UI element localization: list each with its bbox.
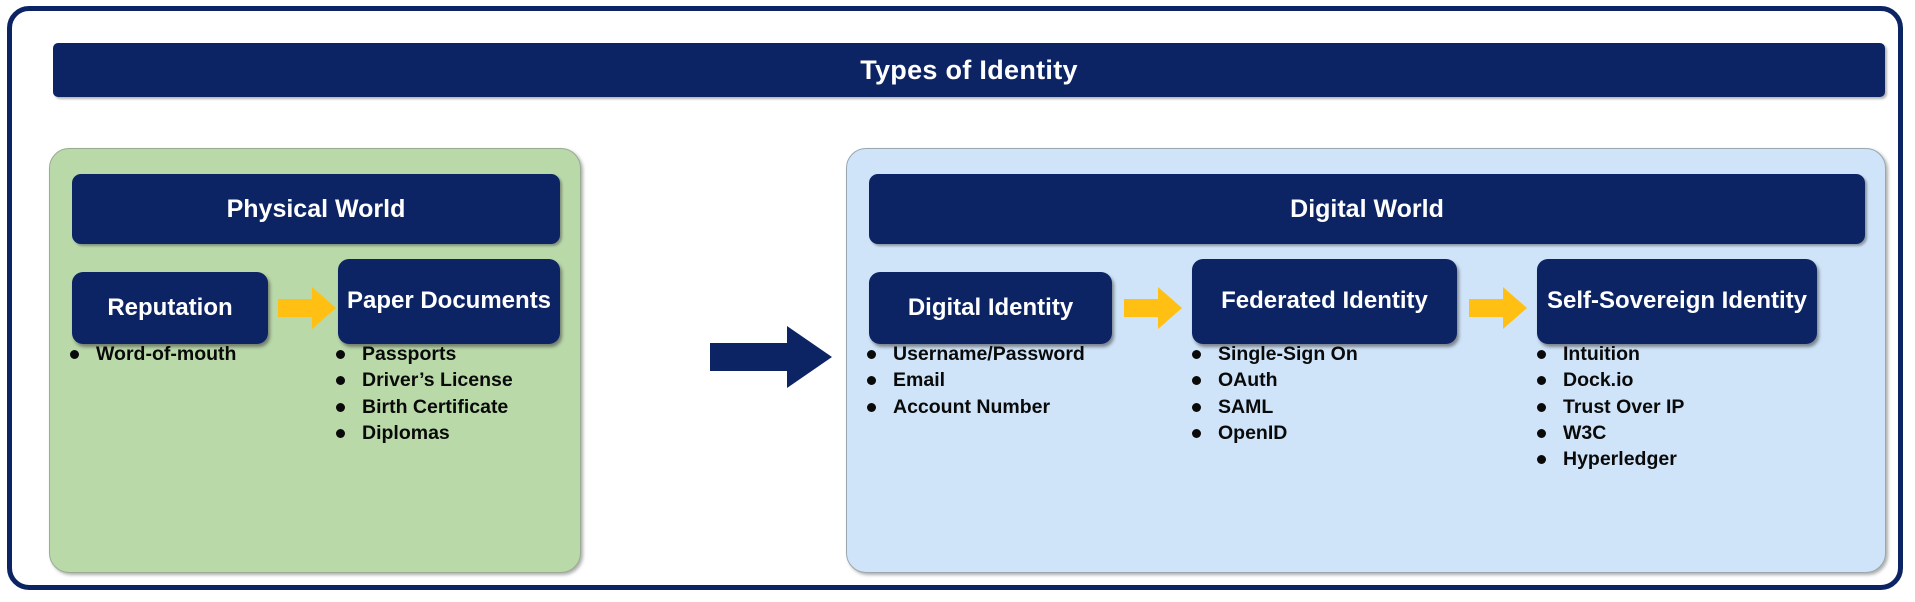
stage-box-self-sovereign-identity[interactable]: Self-Sovereign Identity — [1537, 259, 1817, 344]
arrow-right-yellow-icon — [278, 285, 336, 331]
stage-label: Digital Identity — [907, 293, 1074, 321]
list-item-label: Dock.io — [1563, 369, 1634, 392]
list-item-label: Single-Sign On — [1218, 343, 1358, 365]
list-item-label: Email — [893, 369, 946, 392]
list-item: Word-of-mouth — [70, 341, 300, 367]
bullet-dot-icon — [336, 376, 345, 386]
list-item-label: W3C — [1563, 421, 1607, 444]
list-item: SAML — [1192, 394, 1452, 420]
arrow-right-yellow-icon — [1124, 285, 1182, 331]
list-item: Email — [867, 367, 1157, 393]
list-item-label: Word-of-mouth — [96, 343, 237, 365]
bullet-dot-icon — [1537, 350, 1546, 359]
bullet-dot-icon — [1192, 350, 1201, 359]
bullet-dot-icon — [867, 350, 876, 359]
bullet-list-self-sovereign-identity: Intuition Dock.io Trust Over IP W3C Hype… — [1537, 341, 1827, 472]
list-item-label: Diplomas — [362, 421, 450, 444]
panel-header-label: Physical World — [226, 194, 406, 223]
list-item-label: Account Number — [893, 395, 1051, 418]
list-item-label: Username/Password — [893, 343, 1085, 365]
list-item: Intuition — [1537, 341, 1827, 367]
list-item: Username/Password — [867, 341, 1157, 367]
stage-label: Self-Sovereign Identity — [1546, 287, 1808, 315]
list-item-label: SAML — [1218, 395, 1274, 418]
bullet-list-federated-identity: Single-Sign On OAuth SAML OpenID — [1192, 341, 1452, 446]
bullet-dot-icon — [867, 376, 876, 386]
list-item: Trust Over IP — [1537, 394, 1827, 420]
list-item: Account Number — [867, 394, 1157, 420]
list-item: OpenID — [1192, 420, 1452, 446]
bullet-dot-icon — [1192, 428, 1201, 438]
panel-header-digital-world: Digital World — [869, 174, 1865, 244]
bullet-list-paper-documents: Passports Driver’s License Birth Certifi… — [336, 341, 576, 446]
stage-label: Paper Documents — [346, 287, 552, 315]
list-item: Single-Sign On — [1192, 341, 1452, 367]
bullet-dot-icon — [1192, 376, 1201, 386]
bullet-dot-icon — [1537, 455, 1546, 465]
diagram-title-bar: Types of Identity — [53, 43, 1885, 97]
stage-box-paper-documents[interactable]: Paper Documents — [338, 259, 560, 344]
list-item: OAuth — [1192, 367, 1452, 393]
panel-header-physical-world: Physical World — [72, 174, 560, 244]
bullet-dot-icon — [1192, 402, 1201, 412]
bullet-dot-icon — [867, 402, 876, 412]
list-item-label: Hyperledger — [1563, 448, 1677, 471]
stage-box-reputation[interactable]: Reputation — [72, 272, 268, 344]
bullet-dot-icon — [336, 350, 345, 359]
list-item-label: Passports — [362, 343, 457, 365]
arrow-right-navy-icon — [710, 326, 832, 388]
list-item-label: Driver’s License — [362, 369, 513, 392]
list-item: Hyperledger — [1537, 446, 1827, 472]
arrow-right-yellow-icon — [1469, 285, 1527, 331]
bullet-dot-icon — [336, 402, 345, 412]
list-item: Passports — [336, 341, 576, 367]
list-item: Diplomas — [336, 420, 576, 446]
bullet-dot-icon — [1537, 428, 1546, 438]
bullet-dot-icon — [336, 428, 345, 438]
bullet-list-digital-identity: Username/Password Email Account Number — [867, 341, 1157, 420]
bullet-dot-icon — [1537, 402, 1546, 412]
list-item: Birth Certificate — [336, 394, 576, 420]
list-item: W3C — [1537, 420, 1827, 446]
stage-box-digital-identity[interactable]: Digital Identity — [869, 272, 1112, 344]
list-item-label: OpenID — [1218, 421, 1288, 444]
diagram-frame: Types of Identity Physical World Reputat… — [7, 6, 1903, 590]
panel-physical-world: Physical World Reputation Paper Document… — [49, 148, 581, 573]
list-item: Dock.io — [1537, 367, 1827, 393]
list-item-label: Trust Over IP — [1563, 395, 1685, 418]
list-item-label: Intuition — [1563, 343, 1640, 365]
panel-digital-world: Digital World Digital Identity Federated… — [846, 148, 1886, 573]
bullet-dot-icon — [1537, 376, 1546, 386]
list-item-label: OAuth — [1218, 369, 1278, 392]
panel-header-label: Digital World — [1290, 194, 1444, 223]
stage-box-federated-identity[interactable]: Federated Identity — [1192, 259, 1457, 344]
list-item: Driver’s License — [336, 367, 576, 393]
list-item-label: Birth Certificate — [362, 395, 509, 418]
bullet-list-reputation: Word-of-mouth — [70, 341, 300, 367]
bullet-dot-icon — [70, 350, 79, 359]
stage-label: Federated Identity — [1221, 287, 1428, 315]
stage-label: Reputation — [107, 293, 233, 321]
page-title: Types of Identity — [860, 54, 1078, 85]
